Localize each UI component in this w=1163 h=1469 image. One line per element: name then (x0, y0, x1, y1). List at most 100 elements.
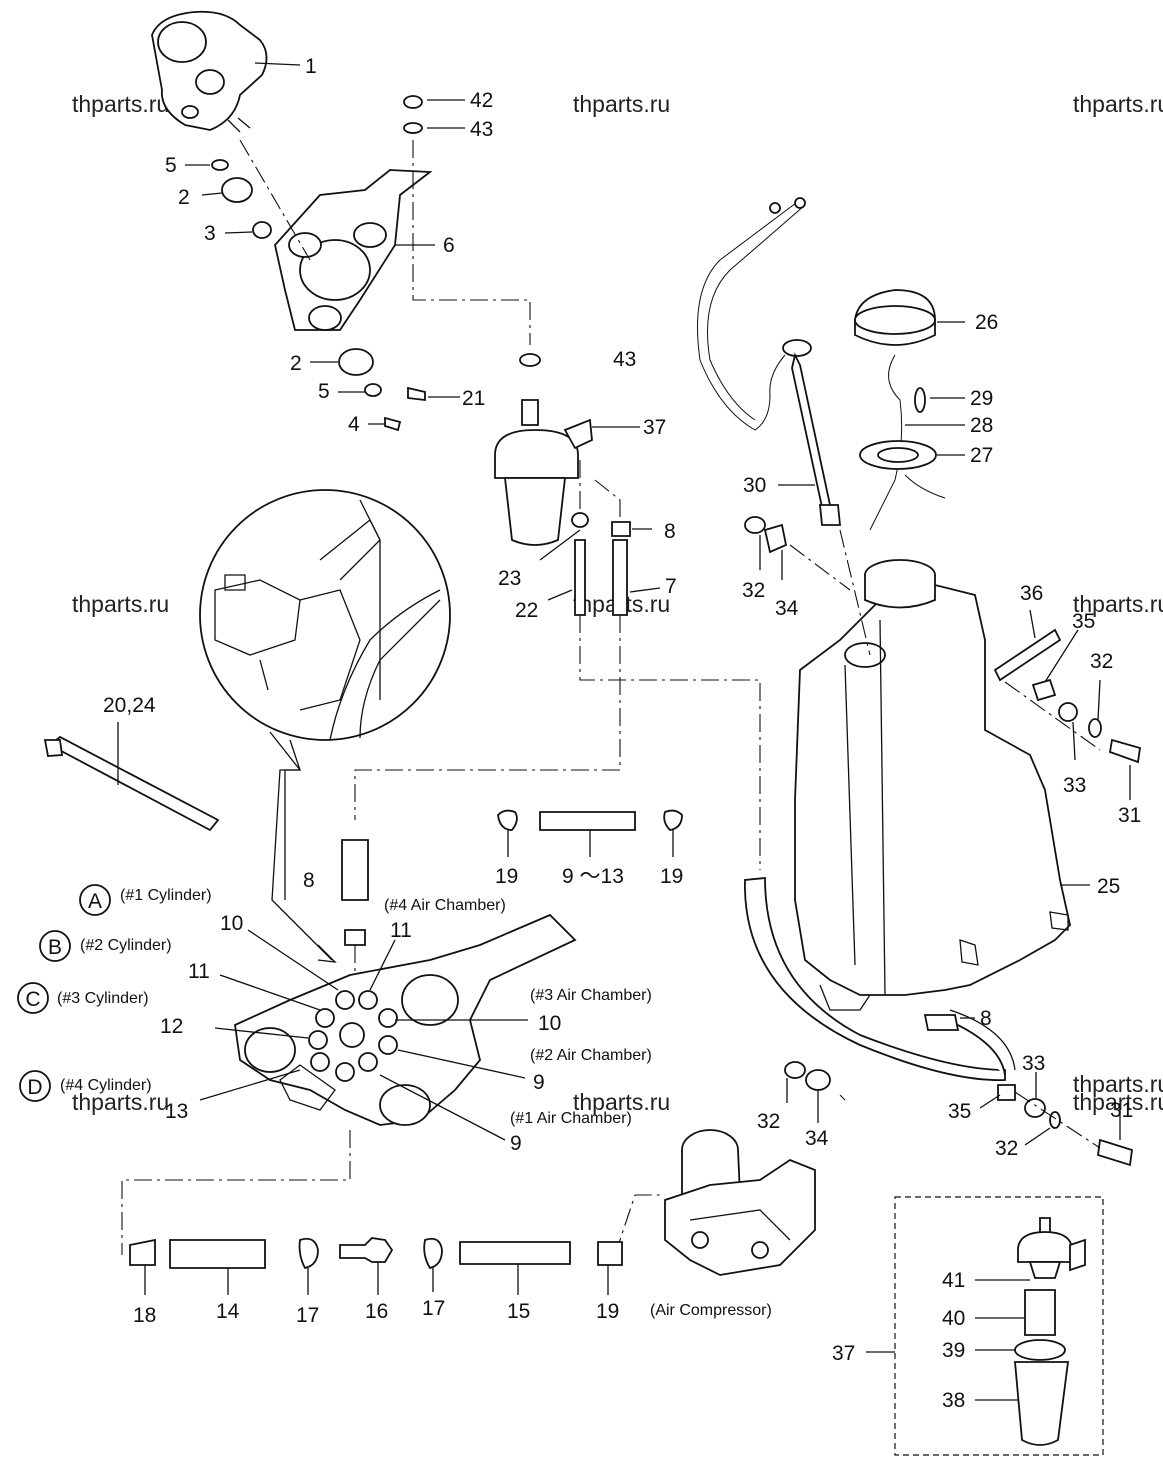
part-label: 23 (498, 567, 521, 590)
part-label: 11 (188, 960, 210, 983)
detail-inset-circle (199, 489, 451, 963)
air-separator-assembly (151, 10, 531, 432)
part-label: 32 (742, 579, 765, 602)
part-label: 25 (1097, 875, 1120, 898)
part-label: 10 (538, 1012, 561, 1035)
fuel-filter-assembly (354, 353, 761, 870)
cylinder-marker-c (17, 982, 49, 1014)
tank-lower-hardware (784, 1014, 1133, 1167)
caption-air-chamber-3: (#3 Air Chamber) (530, 987, 652, 1004)
part-label: 33 (1022, 1052, 1045, 1075)
part-label: 22 (515, 599, 538, 622)
caption-air-chamber-2: (#2 Air Chamber) (530, 1047, 652, 1064)
part-label: 26 (975, 311, 998, 334)
part-label: 17 (296, 1304, 319, 1327)
part-label: 8 (664, 520, 676, 543)
part-label: 30 (743, 474, 766, 497)
part-label: 8 (303, 869, 315, 892)
part-label: 19 (495, 865, 518, 888)
part-label: 43 (613, 348, 636, 371)
part-label: 3 (204, 222, 216, 245)
part-label: 4 (348, 413, 360, 436)
part-label: 27 (970, 444, 993, 467)
part-label: 14 (216, 1300, 240, 1323)
part-label: 19 (596, 1300, 619, 1323)
caption-air-compressor: (Air Compressor) (650, 1302, 772, 1319)
part-label: 5 (318, 380, 330, 403)
watermark: thparts.ru (1073, 591, 1163, 617)
air-compressor (664, 1129, 816, 1276)
captions: (#1 Cylinder) (#2 Cylinder) (#3 Cylinder… (57, 887, 772, 1319)
part-label: 28 (970, 414, 993, 437)
watermark: thparts.ru (72, 591, 169, 617)
part-label: 32 (757, 1110, 780, 1133)
part-label: 16 (365, 1300, 388, 1323)
caption-air-chamber-4: (#4 Air Chamber) (384, 897, 506, 914)
part-label: 35 (948, 1100, 971, 1123)
part-label: 2 (290, 352, 302, 375)
watermark: thparts.ru (573, 91, 670, 117)
part-label: 8 (980, 1007, 992, 1030)
part-label: 31 (1118, 804, 1141, 827)
part-label: 12 (160, 1015, 183, 1038)
part-label: 7 (665, 575, 677, 598)
part-label: 6 (443, 234, 455, 257)
part-label: 43 (470, 118, 493, 141)
caption-cylinder-4: (#4 Cylinder) (60, 1077, 152, 1094)
cylinder-marker-letter: C (25, 988, 40, 1011)
cylinder-marker-b (39, 930, 71, 962)
part-label: 2 (178, 186, 190, 209)
caption-cylinder-3: (#3 Cylinder) (57, 990, 149, 1007)
part-label: 39 (942, 1339, 965, 1362)
part-label: 21 (462, 387, 485, 410)
part-label: 37 (832, 1342, 855, 1365)
manifold-bracket (121, 913, 665, 1256)
part-label: 10 (220, 912, 243, 935)
cylinder-marker-letter: D (27, 1076, 42, 1099)
part-label: 41 (942, 1269, 965, 1292)
hose-set-middle (341, 809, 683, 946)
caption-cylinder-1: (#1 Cylinder) (120, 887, 212, 904)
cylinder-marker-d (19, 1070, 51, 1102)
part-label: 29 (970, 387, 993, 410)
part-label: 13 (165, 1100, 188, 1123)
filter-exploded-inset (866, 1196, 1104, 1456)
part-label: 35 (1072, 610, 1095, 633)
bottom-hose-row (129, 1237, 623, 1295)
watermark: thparts.ru (72, 91, 169, 117)
watermark: thparts.ru (1073, 1071, 1163, 1097)
part-label: 34 (805, 1127, 829, 1150)
filler-cap-and-gauge (697, 197, 1142, 800)
part-label: 17 (422, 1297, 445, 1320)
part-label: 34 (775, 597, 799, 620)
part-label: 33 (1063, 774, 1086, 797)
watermark: thparts.ru (573, 1089, 670, 1115)
part-label: 11 (390, 919, 412, 942)
cylinder-markers: A B C D (17, 884, 111, 1102)
caption-air-chamber-1: (#1 Air Chamber) (510, 1110, 632, 1127)
cable-tie (43, 722, 220, 832)
cylinder-marker-letter: A (88, 890, 102, 913)
cylinder-marker-letter: B (48, 936, 62, 959)
part-label: 32 (1090, 650, 1113, 673)
watermark: thparts.ru (1073, 91, 1163, 117)
part-label: 36 (1020, 582, 1043, 605)
caption-cylinder-2: (#2 Cylinder) (80, 937, 172, 954)
part-label: 9 (533, 1071, 545, 1094)
watermark: thparts.ru (72, 1089, 169, 1115)
part-label: 31 (1110, 1099, 1133, 1122)
part-label: 5 (165, 154, 177, 177)
cylinder-marker-a (79, 884, 111, 916)
part-label: 9 (510, 1132, 522, 1155)
part-label: 20,24 (103, 694, 156, 717)
part-label: 32 (995, 1137, 1018, 1160)
part-label: 42 (470, 89, 493, 112)
part-label: 9 ～13 (562, 865, 624, 888)
part-labels: 1 42 43 5 2 3 6 2 5 21 4 43 37 8 23 22 7… (103, 55, 1141, 1412)
watermark: thparts.ru (1073, 1089, 1163, 1115)
part-label: 40 (942, 1307, 965, 1330)
part-label: 37 (643, 416, 666, 439)
oil-tank (744, 559, 1090, 1081)
part-label: 18 (133, 1304, 156, 1327)
